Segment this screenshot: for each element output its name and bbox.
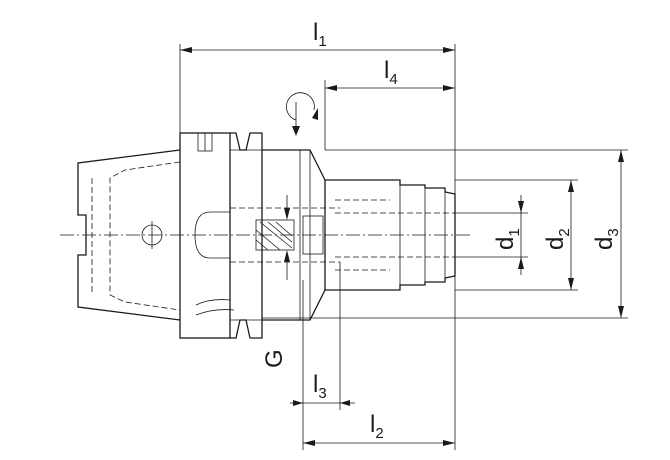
set-screw bbox=[194, 207, 340, 263]
label-d3: d3 bbox=[591, 228, 622, 250]
label-d2: d2 bbox=[542, 228, 573, 250]
dimension-g: G bbox=[261, 208, 290, 368]
label-g: G bbox=[261, 349, 288, 368]
flange bbox=[179, 132, 263, 339]
hsk-shank bbox=[77, 149, 181, 321]
label-l2: l2 bbox=[370, 411, 384, 442]
dimension-d3: d3 bbox=[591, 150, 624, 318]
label-d1: d1 bbox=[492, 228, 523, 250]
rotation-arrow-icon bbox=[286, 92, 318, 136]
label-l3: l3 bbox=[313, 371, 327, 402]
extension-lines bbox=[179, 44, 628, 450]
label-l1: l1 bbox=[313, 19, 327, 50]
dimension-d2: d2 bbox=[542, 180, 574, 290]
collar bbox=[262, 149, 326, 321]
dimension-l1: l1 bbox=[180, 19, 455, 53]
label-l4: l4 bbox=[384, 57, 398, 88]
dimension-l2: l2 bbox=[303, 411, 455, 446]
dimension-l3: l3 bbox=[290, 371, 355, 406]
dimension-d1: d1 bbox=[492, 195, 524, 275]
dimension-l4: l4 bbox=[325, 57, 455, 91]
